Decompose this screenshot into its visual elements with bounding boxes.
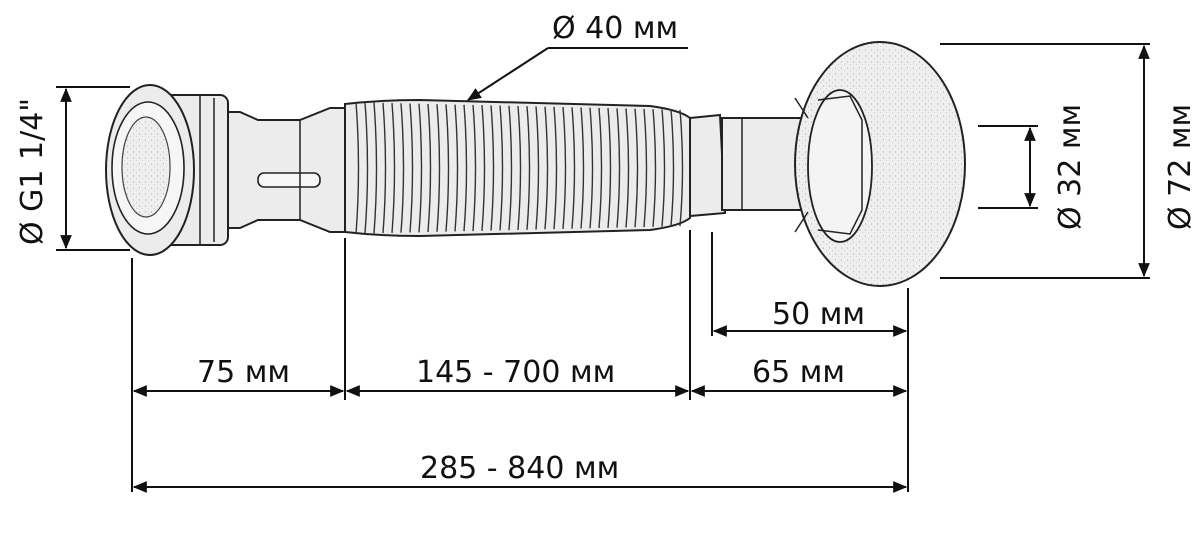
corrugation-rib [526, 106, 531, 230]
dimension-labels: Ø 40 мм Ø G1 1/4" Ø 32 мм Ø 72 мм 50 мм … [15, 11, 1198, 486]
corrugation-rib [499, 105, 504, 231]
corrugation-rib [481, 105, 486, 231]
corrugation-rib [355, 102, 360, 234]
label-diameter-pipe: Ø 40 мм [552, 11, 678, 46]
corrugation-rib [382, 102, 387, 234]
sealing-flange [794, 41, 966, 287]
label-len-nut: 75 мм [197, 355, 290, 390]
corrugation-rib [607, 108, 612, 228]
dimension-lines [56, 43, 1150, 493]
corrugation-rib [427, 103, 432, 233]
adapter-tube [227, 107, 346, 233]
corrugation-rib [400, 103, 405, 233]
label-diameter-outlet: Ø 32 мм [1053, 104, 1088, 230]
union-nut [105, 84, 229, 256]
corrugation-rib [364, 102, 369, 234]
label-diameter-flange: Ø 72 мм [1163, 104, 1198, 230]
corrugation-rib [508, 105, 513, 231]
corrugation-rib [544, 106, 549, 230]
corrugation-rib [616, 108, 621, 228]
corrugation-rib [436, 104, 441, 232]
corrugation-rib [634, 108, 639, 228]
corrugated-pipe [344, 98, 691, 238]
corrugation-rib [652, 109, 657, 227]
corrugation-rib [562, 106, 567, 230]
corrugation-rib [418, 103, 423, 233]
label-thread: Ø G1 1/4" [15, 98, 50, 245]
corrugation-rib [517, 105, 522, 231]
corrugation-rib [580, 107, 585, 229]
corrugation-rib [472, 104, 477, 232]
label-len-outlet: 65 мм [752, 355, 845, 390]
corrugation-rib [553, 106, 558, 230]
corrugation-rib [670, 109, 675, 227]
corrugation-rib [589, 107, 594, 229]
corrugation-rib [535, 106, 540, 230]
corrugation-rib [625, 108, 630, 228]
corrugation-rib [373, 102, 378, 234]
corrugation-rib [661, 109, 666, 227]
corrugation-rib [571, 107, 576, 229]
label-len-corrugation: 145 - 700 мм [416, 355, 615, 390]
corrugation-rib [409, 103, 414, 233]
corrugation-rib [391, 103, 396, 233]
label-len-total: 285 - 840 мм [420, 451, 619, 486]
corrugation-rib [643, 108, 648, 228]
corrugation-rib [679, 109, 684, 227]
corrugation-rib [454, 104, 459, 232]
corrugation-rib [490, 105, 495, 231]
corrugation-rib [445, 104, 450, 232]
siphon-illustration [105, 41, 966, 287]
corrugation-rib [598, 107, 603, 229]
label-len-outlet-inner: 50 мм [772, 297, 865, 332]
corrugation-rib [463, 104, 468, 232]
